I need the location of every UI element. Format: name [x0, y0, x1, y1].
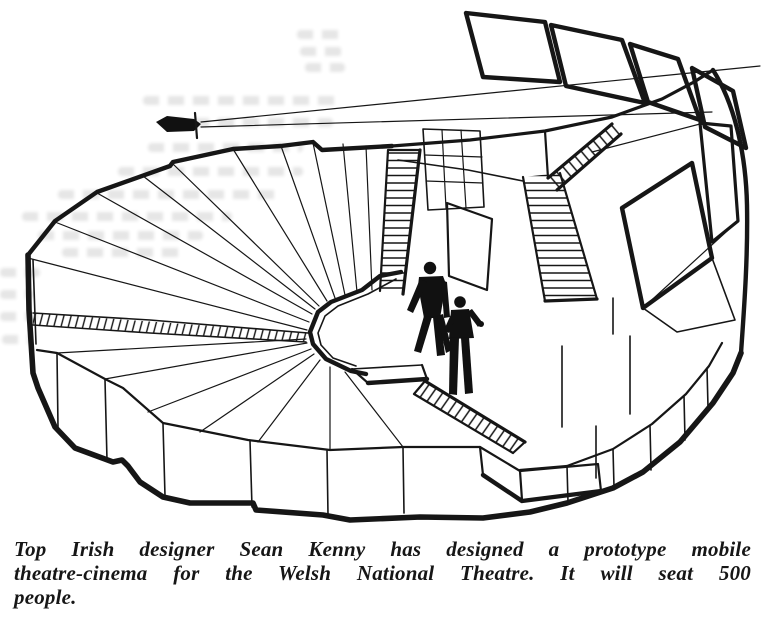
caption-line-3: people. [14, 585, 77, 609]
grid-panel [422, 128, 485, 211]
spiral-seating-fan [27, 142, 404, 451]
outer-wall-facets [35, 348, 482, 516]
projector-light-beams [200, 65, 761, 128]
figure-right [444, 296, 484, 395]
caption-line-2: theatre-cinema for the Welsh National Th… [14, 561, 751, 585]
figure-left [407, 261, 452, 356]
stage-hub [307, 269, 430, 386]
floor-panel [445, 201, 494, 292]
projector-icon [156, 111, 201, 140]
stage-floor-edge [478, 341, 724, 504]
upper-staircase [397, 122, 623, 303]
figure-silhouettes [407, 261, 484, 395]
caption: Top Irish designer Sean Kenny has design… [14, 537, 751, 609]
long-staircase [378, 148, 422, 296]
theatre-illustration [25, 10, 761, 523]
outer-rim [25, 67, 750, 523]
projection-screens [463, 10, 749, 333]
front-ramp-steps [412, 379, 527, 455]
stage-floor-marks [561, 297, 631, 479]
caption-line-1: Top Irish designer Sean Kenny has design… [14, 537, 751, 561]
spiral-aisle-steps [32, 312, 309, 343]
